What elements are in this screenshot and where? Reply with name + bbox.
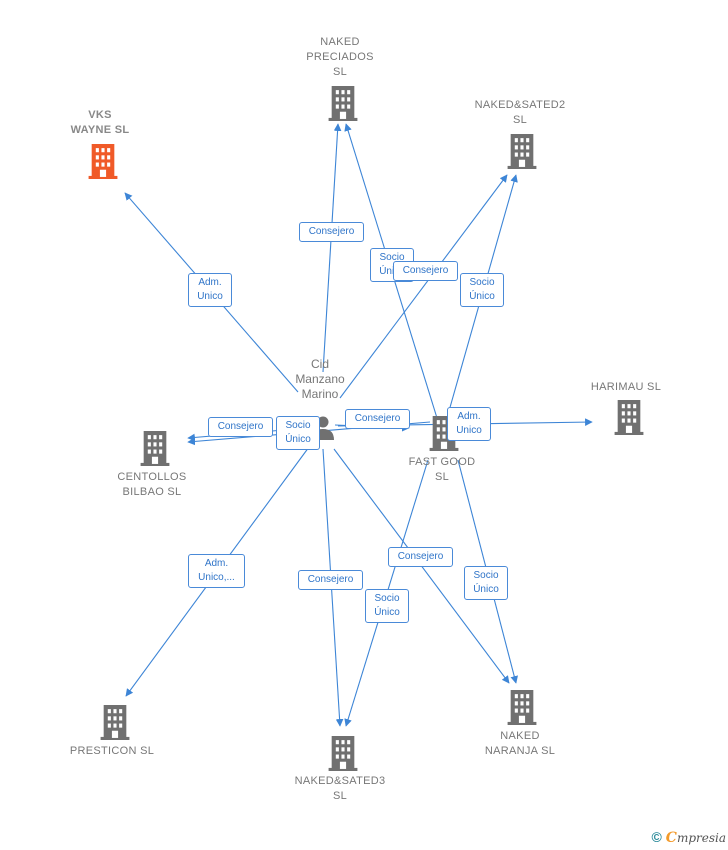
building-icon-vks-wayne[interactable] [88,144,118,179]
edge-label-socio-naranja: Socio Único [464,566,508,600]
building-icon-naked-sated3[interactable] [328,736,358,771]
edge-label-adm-harimau: Adm. Unico [447,407,491,441]
edge-label-consejero-centollos: Consejero [208,417,273,437]
edge-label-consejero-naranja: Consejero [388,547,453,567]
edge-label-consejero-preciados: Consejero [299,222,364,242]
node-label-vks-wayne[interactable]: VKS WAYNE SL [70,109,130,136]
node-label-presticon[interactable]: PRESTICON SL [69,745,155,757]
copyright-icon: © [651,829,662,845]
edge-label-socio-sated2: Socio Único [460,273,504,307]
edge-label-consejero-sated3: Consejero [298,570,363,590]
node-label-harimau[interactable]: HARIMAU SL [590,381,662,393]
edge-person-preciados [322,123,342,373]
brand-initial: C [665,830,677,846]
edge-label-socio-sated3: Socio Único [365,589,409,623]
edge-label-adm-vks: Adm. Unico [188,273,232,307]
building-icon-centollos[interactable] [140,431,170,466]
edge-label-consejero-fastgood: Consejero [345,409,410,429]
brand-name: mpresia [676,831,726,845]
building-icon-presticon[interactable] [100,705,130,740]
node-label-centollos[interactable]: CENTOLLOS BILBAO SL [117,471,187,498]
edge-label-socio-centollos: Socio Único [276,416,320,450]
person-label[interactable]: Cid Manzano Marino [295,357,345,401]
footer-brand[interactable]: ©Cmpresia [651,829,726,846]
edge-label-adm-presticon: Adm. Unico,... [188,554,245,588]
edge-person-sated2 [339,174,508,399]
node-label-naked-preciados[interactable]: NAKED PRECIADOS SL [306,36,374,78]
node-label-naked-sated2[interactable]: NAKED&SATED2 SL [474,99,566,126]
building-icon-harimau[interactable] [614,400,644,435]
node-label-naked-naranja[interactable]: NAKED NARANJA SL [484,730,556,757]
edge-label-consejero-sated2: Consejero [393,261,458,281]
building-icon-naked-preciados[interactable] [328,86,358,121]
node-label-naked-sated3[interactable]: NAKED&SATED3 SL [294,775,386,802]
building-icon-naked-sated2[interactable] [507,134,537,169]
node-label-fast-good[interactable]: FAST GOOD SL [408,456,476,483]
building-icon-naked-naranja[interactable] [507,690,537,725]
